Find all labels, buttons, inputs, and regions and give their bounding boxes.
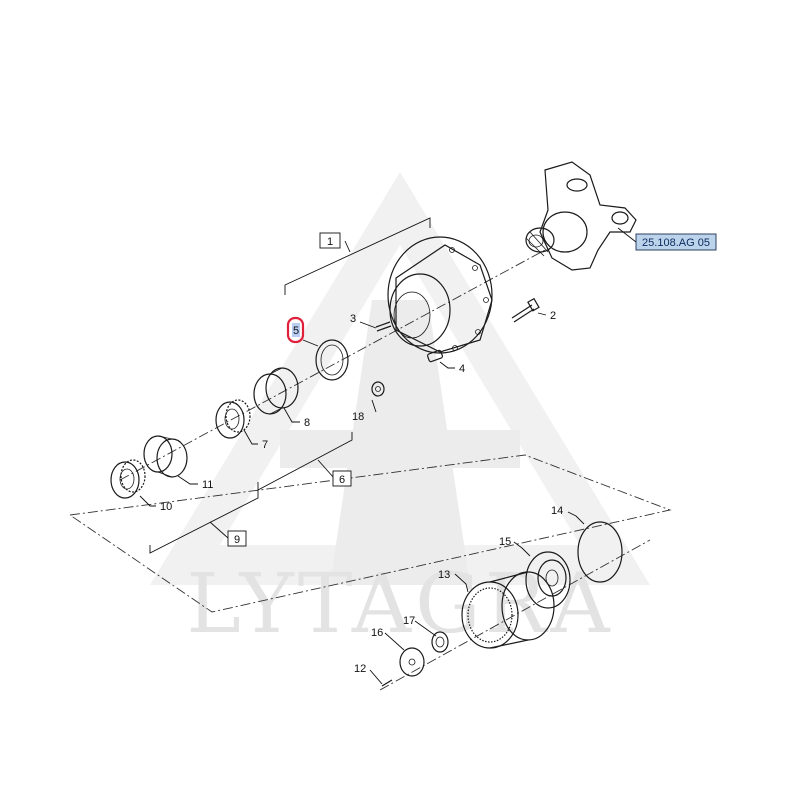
bearing-cone-7	[215, 399, 251, 439]
thrust-washer-17	[431, 631, 449, 653]
callout-11: 11	[202, 479, 213, 491]
reference-label[interactable]: 25.108.AG 05	[642, 237, 710, 249]
watermark-text: LYTAGRA	[186, 557, 613, 652]
bearing-cup-11	[143, 435, 188, 478]
group-9-leader	[209, 521, 229, 539]
leader-16	[384, 632, 405, 651]
leader-8	[283, 407, 300, 423]
callout-3: 3	[350, 313, 356, 325]
leader-11	[177, 475, 198, 485]
bearing-cup-8	[253, 367, 299, 415]
group-6-leader	[317, 459, 335, 479]
callout-17: 17	[403, 615, 415, 627]
callout-5[interactable]: 5	[293, 325, 299, 337]
pin-4	[427, 349, 443, 363]
group-6-bracket	[257, 432, 353, 491]
group-9-box	[227, 530, 247, 547]
callout-10: 10	[160, 501, 172, 513]
leader-18	[371, 399, 377, 413]
callout-14: 14	[551, 505, 563, 517]
group-1-box	[319, 232, 341, 249]
callout-15: 15	[499, 536, 511, 548]
callout-13: 13	[438, 569, 450, 581]
group-9-outline	[69, 454, 672, 613]
group-1-leader	[344, 240, 351, 253]
nut-18	[371, 381, 385, 397]
callout-7: 7	[262, 439, 268, 451]
steering-knuckle	[525, 161, 637, 271]
leader-10	[139, 495, 156, 507]
screw-12	[381, 679, 393, 687]
seal-ring-5	[315, 339, 349, 381]
wheel-hub	[387, 236, 493, 354]
planet-carrier-15	[525, 551, 571, 609]
cover-plate-16	[399, 647, 425, 677]
group-9-label: 9	[234, 534, 240, 546]
group-6-label: 6	[339, 474, 345, 486]
callout-18: 18	[352, 411, 364, 423]
group-1-bracket	[284, 217, 431, 295]
leader-4	[439, 361, 455, 369]
bearing-cone-10	[110, 459, 146, 499]
group-9-bracket	[149, 490, 259, 554]
leader-17	[414, 620, 437, 637]
leader-12	[369, 669, 383, 685]
ring-gear-13	[461, 571, 555, 649]
leader-3	[359, 321, 377, 329]
leader-7	[243, 429, 258, 445]
group-1-label: 1	[327, 236, 333, 248]
leader-14	[567, 511, 585, 525]
reference-leader	[617, 227, 637, 243]
final-drive-axis	[379, 539, 651, 691]
highlight-marker[interactable]	[286, 316, 305, 344]
leader-15	[513, 541, 531, 557]
stud-3	[375, 321, 392, 332]
leader-2	[537, 312, 547, 316]
callout-8: 8	[304, 417, 310, 429]
group-6-box	[332, 470, 352, 487]
leader-13	[454, 573, 469, 593]
callout-16: 16	[371, 627, 383, 639]
callout-12: 12	[354, 663, 366, 675]
highlight-fill	[292, 323, 300, 337]
leader-5	[302, 339, 319, 347]
callout-4: 4	[459, 363, 465, 375]
reference-box[interactable]	[635, 233, 717, 251]
bolt-2	[511, 297, 540, 323]
o-ring-14	[577, 521, 623, 583]
callout-2: 2	[550, 310, 556, 322]
watermark-logo	[150, 172, 650, 585]
main-axis	[119, 249, 546, 481]
